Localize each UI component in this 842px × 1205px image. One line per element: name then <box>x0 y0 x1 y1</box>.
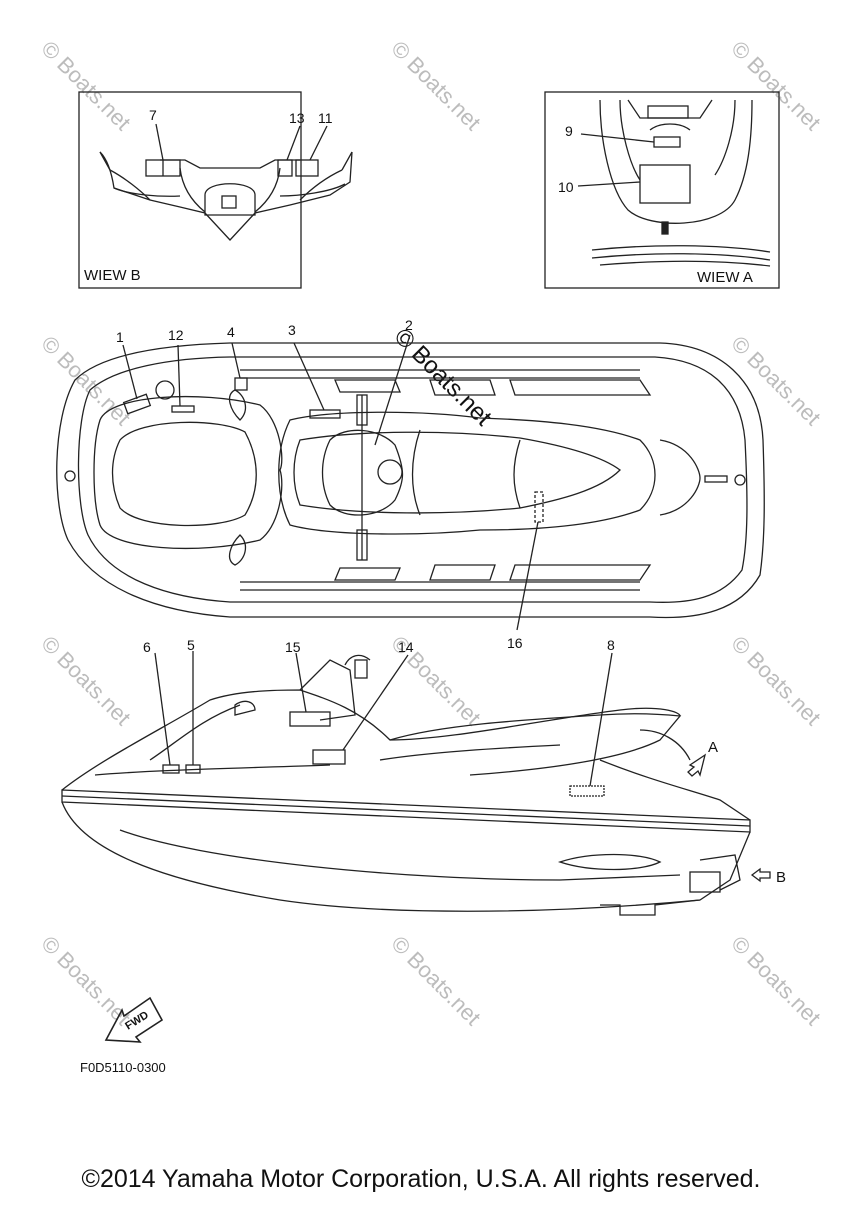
callout-3: 3 <box>288 322 296 338</box>
top-label-3 <box>309 409 341 419</box>
callout-11: 11 <box>318 110 333 126</box>
side-label-15 <box>289 711 331 727</box>
watermark: © Boats.net <box>726 931 825 1030</box>
view-a-frame <box>544 91 780 289</box>
top-view: 1 12 4 3 2 16 <box>56 317 765 651</box>
callout-4: 4 <box>227 324 235 340</box>
top-label-4 <box>234 377 248 391</box>
callout-5: 5 <box>187 637 195 653</box>
view-b-frame <box>78 91 302 289</box>
watermark: © Boats.net <box>386 931 485 1030</box>
arrow-a-label: A <box>708 739 718 756</box>
callout-13: 13 <box>289 110 305 126</box>
top-label-12 <box>171 405 195 413</box>
arrow-b-label: B <box>776 869 786 886</box>
watermark: © Boats.net <box>36 331 135 430</box>
view-b-title: WIEW B <box>84 267 141 284</box>
watermark: © Boats.net <box>386 36 485 135</box>
side-label-6 <box>162 764 180 774</box>
watermark: © Boats.net <box>726 631 825 730</box>
view-a-title: WIEW A <box>697 269 753 286</box>
view-b-inset: 7 13 11 WIEW B <box>78 91 353 289</box>
view-a-inset: 9 10 WIEW A <box>544 91 780 289</box>
watermark-center: © Boats.net <box>389 323 497 431</box>
side-label-14 <box>312 749 346 765</box>
watermark: © Boats.net <box>36 36 135 135</box>
watermark: © Boats.net <box>726 36 825 135</box>
callout-16: 16 <box>507 635 523 651</box>
top-label-1 <box>122 393 152 415</box>
callout-8: 8 <box>607 637 615 653</box>
arrow-a-icon <box>687 753 707 777</box>
arrow-b-icon <box>750 867 771 883</box>
view-a-label-10 <box>639 164 691 204</box>
diagram-code: F0D5110-0300 <box>80 1060 166 1075</box>
callout-1: 1 <box>116 329 124 345</box>
callout-12: 12 <box>168 327 184 343</box>
view-b-label-13 <box>277 159 293 177</box>
callout-2: 2 <box>405 317 413 333</box>
callout-9: 9 <box>565 123 573 139</box>
view-a-label-9 <box>653 136 681 148</box>
top-label-16 <box>534 491 544 523</box>
side-label-8 <box>569 785 605 797</box>
copyright-notice: ©2014 Yamaha Motor Corporation, U.S.A. A… <box>81 1165 761 1193</box>
callout-10: 10 <box>558 179 574 195</box>
callout-14: 14 <box>398 639 414 655</box>
watermark: © Boats.net <box>36 931 135 1030</box>
callout-6: 6 <box>143 639 151 655</box>
watermark: © Boats.net <box>36 631 135 730</box>
callout-15: 15 <box>285 639 301 655</box>
callout-7: 7 <box>149 107 157 123</box>
watermark: © Boats.net <box>726 331 825 430</box>
view-b-label-11 <box>295 159 319 177</box>
side-view: 6 5 15 14 8 A B <box>61 637 786 916</box>
